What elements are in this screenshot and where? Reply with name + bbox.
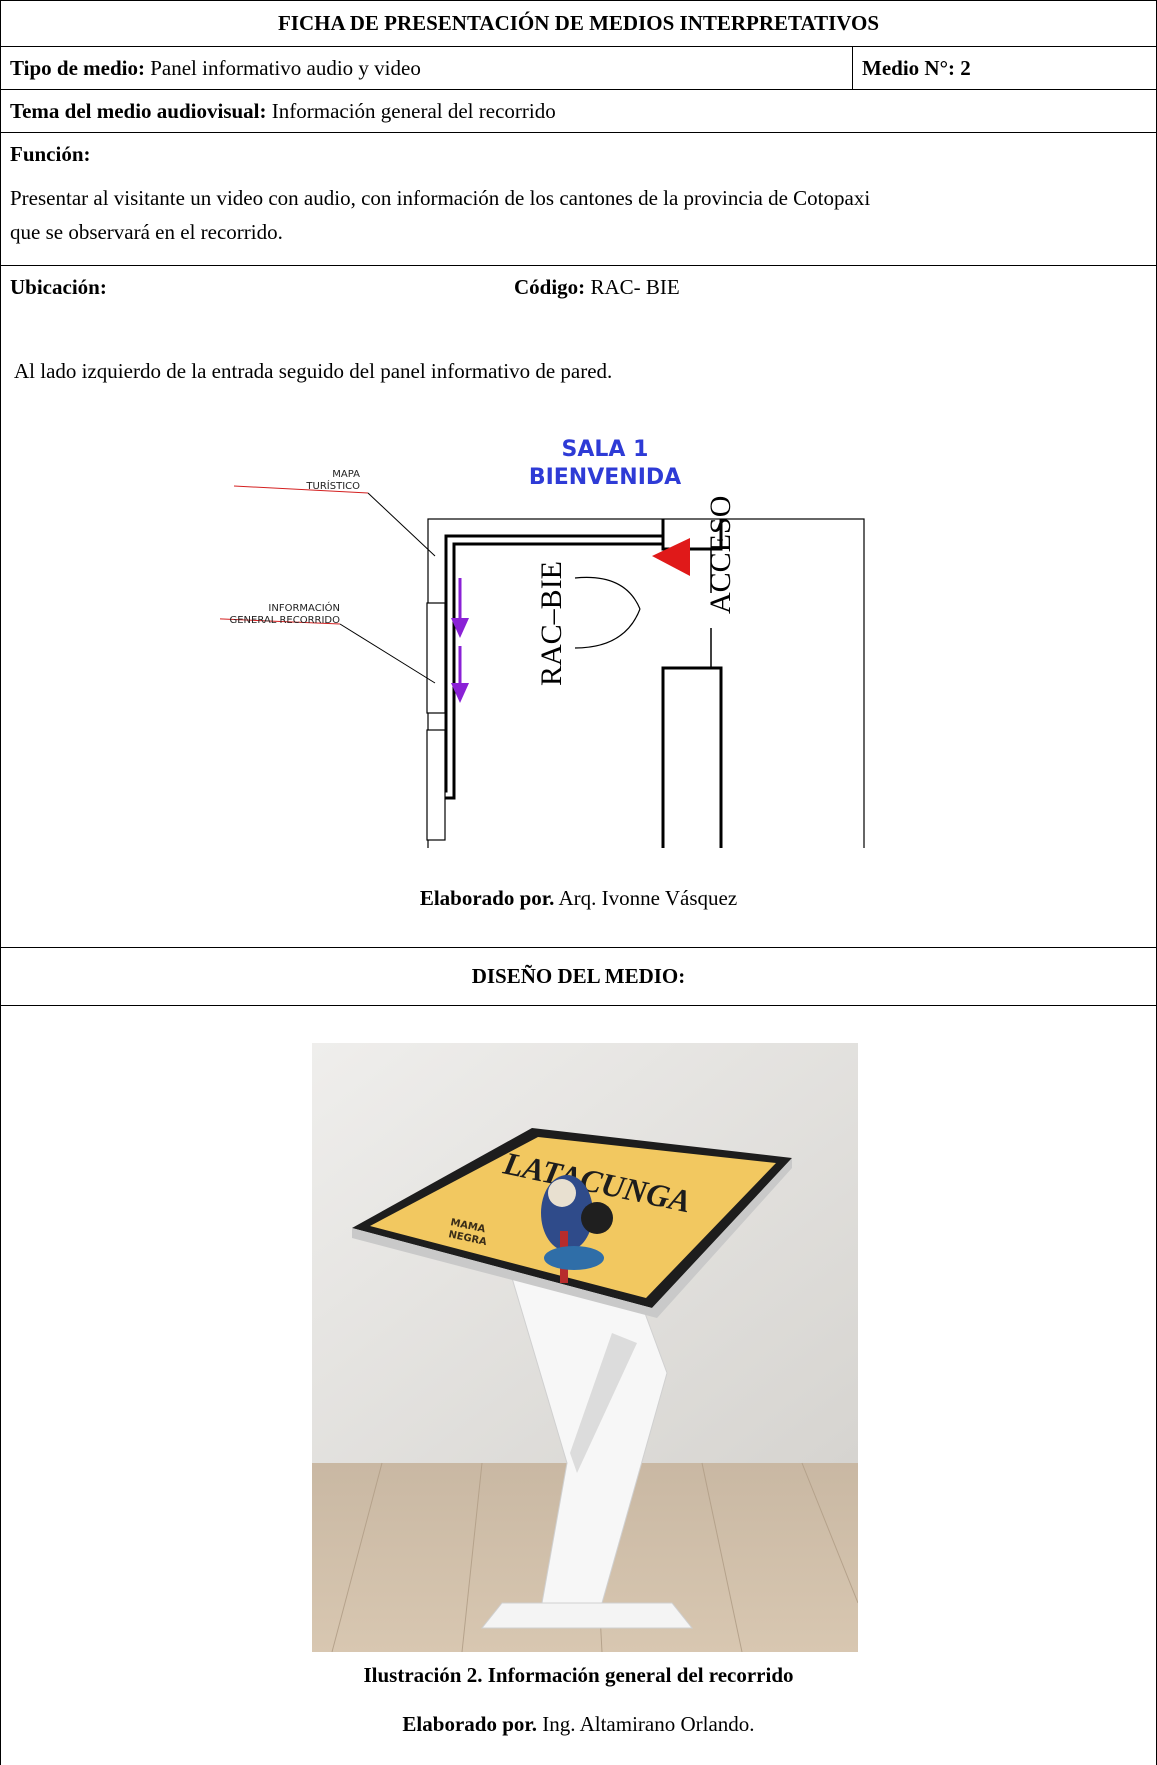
plan-sala-title: SALA 1 [562,437,649,462]
door-arc-top [574,576,641,610]
table-border-top [0,0,1157,1]
credit-2-label: Elaborado por. [402,1712,538,1736]
cell-divider [852,46,853,89]
door-pillar-bottom [661,666,723,848]
kiosk-stand-shadow [570,1333,637,1473]
tipo-row: Tipo de medio: Panel informativo audio y… [10,56,421,80]
row-divider [0,1005,1157,1006]
leader-mapa-arrow [367,492,436,557]
floor-plan-diagram: SALA 1 BIENVENIDA MAPA TURÍSTICO INFORMA… [220,437,865,848]
diseno-heading: DISEÑO DEL MEDIO: [471,964,686,988]
flow-arrow-1-head [451,618,469,638]
acceso-triangle-icon [652,538,690,576]
row-divider [0,46,1157,47]
kiosk-base [480,1602,694,1629]
kiosk-screen-edge [352,1158,792,1318]
label-info-2: GENERAL RECORRIDO [229,615,340,626]
funcion-label: Función: [10,142,91,166]
label-info-1: INFORMACIÓN [268,601,340,614]
label-acceso: ACCESO [704,496,737,614]
label-rac-bie: RAC–BIE [535,561,568,686]
tema-label: Tema del medio audiovisual: [10,99,267,123]
funcion-line-2: que se observará en el recorrido. [10,220,283,244]
flow-arrow-2-head [451,683,469,703]
tipo-label: Tipo de medio: [10,56,145,80]
tema-value: Información general del recorrido [271,99,556,123]
credit-2-value: Ing. Altamirano Orlando. [542,1712,755,1736]
kiosk-illustration: LATACUNGA MAMA NEGRA [312,1043,858,1652]
screen-figure [541,1175,613,1283]
row-divider [0,89,1157,90]
panel-mapa [426,602,446,714]
tipo-value: Panel informativo audio y video [150,56,421,80]
medio-label: Medio N°: [862,56,955,80]
codigo-row: Código: RAC- BIE [514,275,680,299]
leader-mapa [233,485,369,494]
panel-informacion [426,729,446,841]
door-pillar-top [661,519,723,551]
row-divider [0,947,1157,948]
codigo-label: Código: [514,275,586,299]
credit-1: Elaborado por. Arq. Ivonne Vásquez [0,886,1157,910]
funcion-line-1: Presentar al visitante un video con audi… [10,186,871,210]
medio-row: Medio N°: 2 [862,56,971,80]
leader-info [220,618,341,625]
room-outline [427,518,865,848]
figure-caption: Ilustración 2. Información general del r… [363,1663,794,1687]
medio-value: 2 [960,56,971,80]
credit-2: Elaborado por. Ing. Altamirano Orlando. [0,1712,1157,1736]
row-divider [0,265,1157,266]
leader-info-arrow [339,623,436,684]
door-arc-bottom [574,608,641,649]
credit-1-label: Elaborado por. [419,886,555,910]
form-title: FICHA DE PRESENTACIÓN DE MEDIOS INTERPRE… [277,11,880,35]
plan-bienvenida-title: BIENVENIDA [529,465,681,490]
label-mapa-1: MAPA [332,469,360,480]
ubicacion-label: Ubicación: [10,275,107,299]
row-divider [0,132,1157,133]
codigo-value: RAC- BIE [590,275,680,299]
credit-1-value: Arq. Ivonne Vásquez [558,886,738,910]
table-border-left [0,0,1,1765]
tema-row: Tema del medio audiovisual: Información … [10,99,556,123]
label-mapa-2: TURÍSTICO [305,479,360,492]
ubicacion-text: Al lado izquierdo de la entrada seguido … [14,359,613,383]
